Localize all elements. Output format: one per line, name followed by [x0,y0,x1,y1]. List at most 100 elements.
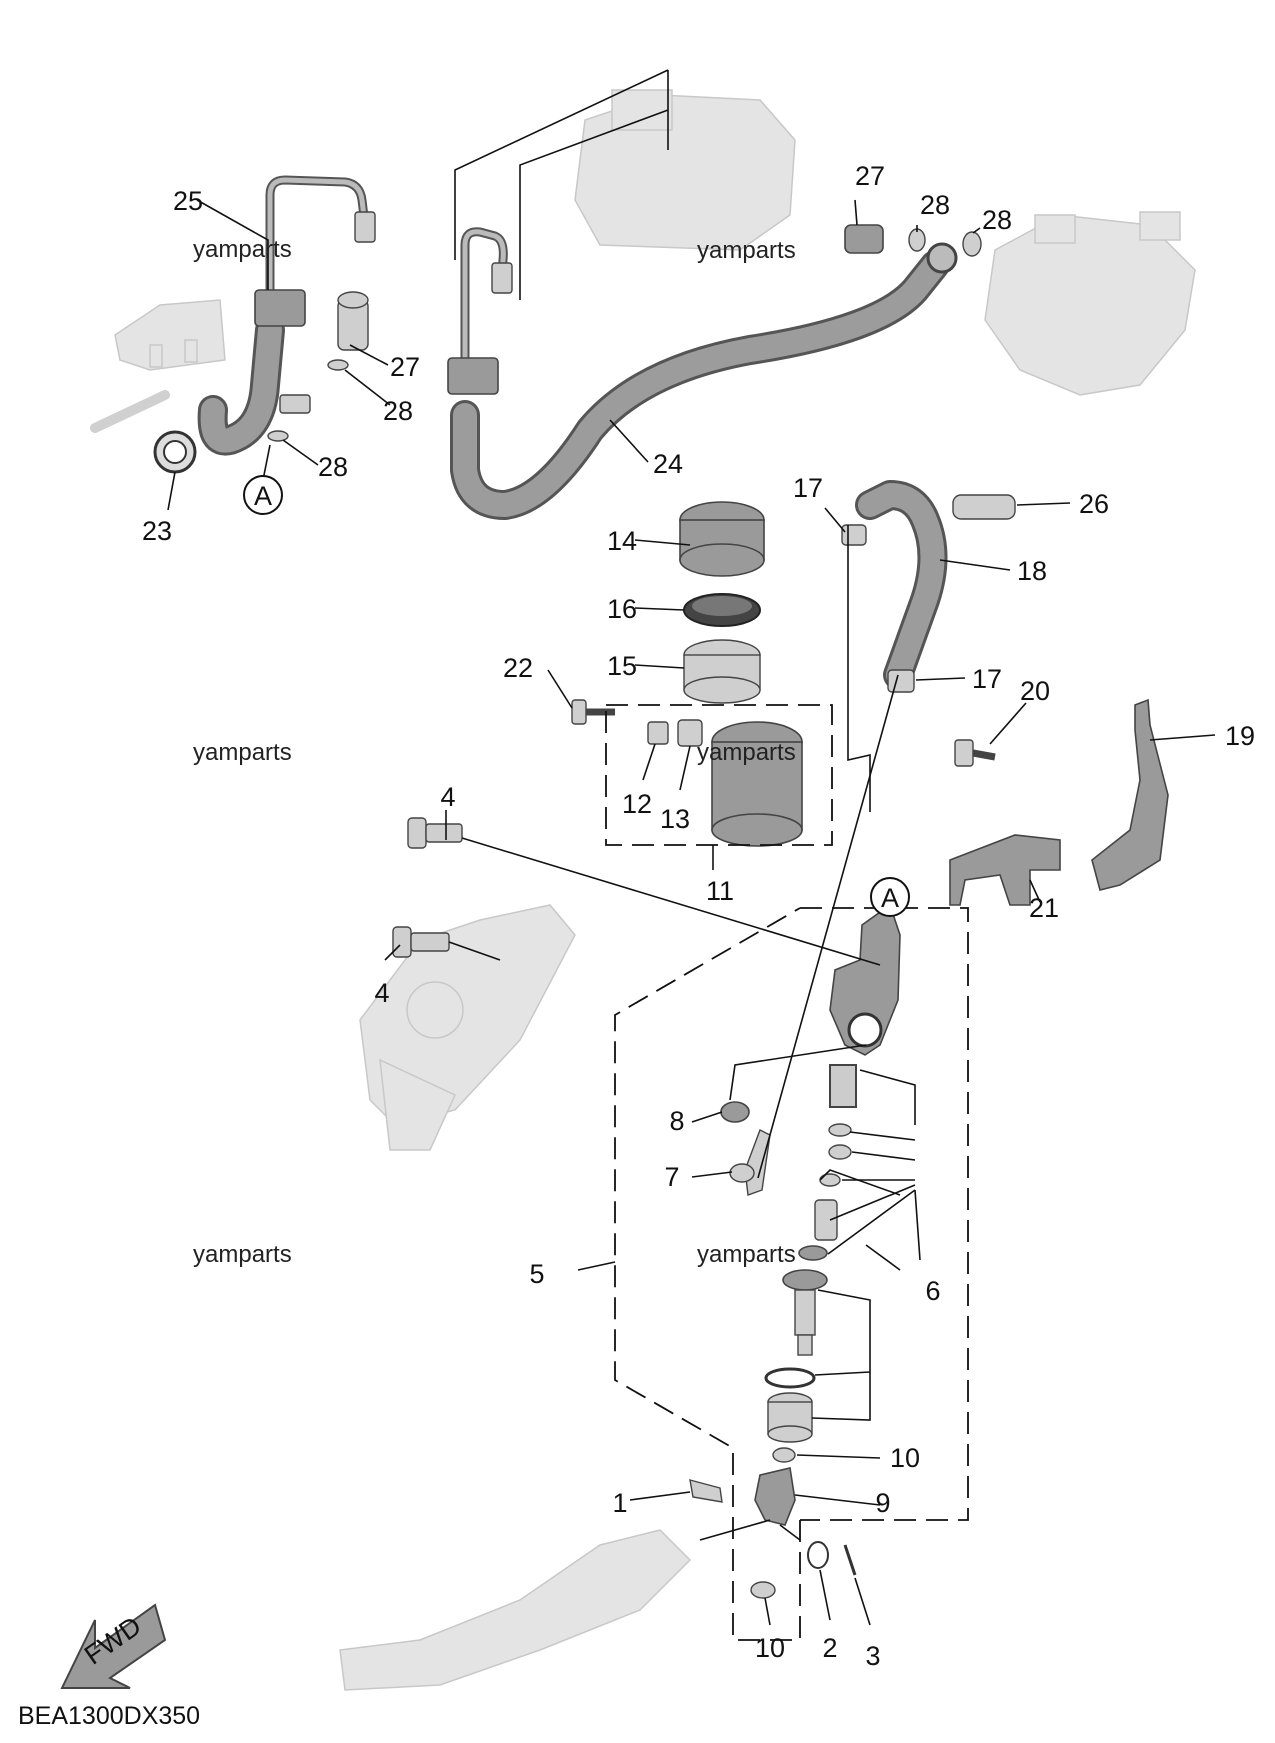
bolt-20 [954,739,996,767]
union-bolt-27-left [337,291,369,351]
callout-28-c: 28 [920,190,950,220]
nut-10-a [772,1447,796,1463]
hose-joint-8 [720,1101,750,1123]
callout-11: 11 [706,876,734,906]
bolt-22 [571,699,615,725]
callout-19: 19 [1225,721,1255,751]
watermark: yamparts [697,1241,796,1268]
callout-23: 23 [142,516,172,546]
callout-27-right: 27 [855,161,885,191]
callout-5: 5 [529,1259,544,1289]
callout-22: 22 [503,653,533,683]
callout-21: 21 [1029,893,1059,923]
piston-rod [782,1269,828,1356]
diaphragm-holder-15 [683,639,761,704]
union-bolt-27-right [844,224,884,254]
callout-16: 16 [607,594,637,624]
bracket-21 [949,834,1061,906]
watermark: yamparts [193,236,292,263]
callout-26: 26 [1079,489,1109,519]
callout-28-b: 28 [318,452,348,482]
callout-6: 6 [925,1276,940,1306]
seal-ring-c [819,1173,841,1187]
callout-7: 7 [664,1162,679,1192]
bolt-1 [689,1479,723,1503]
washer-2 [807,1541,829,1569]
clamp-26 [952,494,1016,520]
callout-15: 15 [607,651,637,681]
footrest-bracket-ghost [359,904,576,1151]
callout-12: 12 [622,789,652,819]
reservoir-hose-18 [855,480,948,690]
leader-lines [167,199,1216,1626]
hose-clamp-23 [153,430,197,474]
dash-box-11 [605,704,833,846]
boot [767,1392,813,1443]
callout-1: 1 [612,1488,627,1518]
ref-marker-a-top: A [243,475,283,515]
svg-text:A: A [254,481,272,511]
callout-13: 13 [660,804,690,834]
bracket-ghost [114,299,226,371]
caliper-ghost [984,211,1196,396]
callout-10-bottom: 10 [755,1633,785,1663]
brake-pedal-ghost [339,1529,692,1691]
cotter-pin-3 [843,1544,857,1576]
washer [798,1245,828,1261]
fwd-arrow-icon [60,1603,167,1689]
gasket-28-c [908,228,926,252]
callout-14: 14 [607,526,637,556]
callout-17-top: 17 [793,473,823,503]
hose-clamp-17-b [887,669,915,693]
callout-3: 3 [865,1641,880,1671]
watermark: yamparts [193,739,292,766]
spring [829,1064,857,1108]
watermark: yamparts [697,237,796,264]
callout-18: 18 [1017,556,1047,586]
abs-unit-ghost [574,89,796,251]
callout-24: 24 [653,449,683,479]
seal-ring-a [828,1123,852,1137]
callout-28-a: 28 [383,396,413,426]
callout-25: 25 [173,186,203,216]
bolt-4-a [407,817,463,849]
svg-text:A: A [881,883,899,913]
callout-28-d: 28 [982,205,1012,235]
frame-bolt-ghost [90,390,170,433]
diaphragm-16 [683,593,761,627]
callout-20: 20 [1020,676,1050,706]
callout-10-top: 10 [890,1443,920,1473]
hose-joint-7 [729,1129,771,1196]
master-cylinder-body [829,903,901,1056]
callout-17-bottom: 17 [972,664,1002,694]
ref-marker-a-bottom: A [870,877,910,917]
circlip [764,1367,816,1389]
brake-pipes [265,69,669,375]
reservoir-cap-14 [679,501,765,577]
push-rod-19 [1091,698,1169,891]
watermark: yamparts [697,739,796,766]
brake-hose-left [197,289,499,456]
hose-clamp-17-a [841,524,867,546]
brake-hose-24 [450,242,958,520]
gasket-28-d [962,231,982,257]
nut-10-b [750,1581,776,1599]
callout-labels: 25 27 28 28 23 27 28 28 24 17 26 14 18 1… [142,161,1255,1671]
joint-9 [754,1467,796,1526]
piston-a [814,1199,838,1241]
seal-ring-b [828,1144,852,1160]
watermark: yamparts [193,1241,292,1268]
watermarks: yamparts yamparts yamparts yamparts yamp… [193,236,796,1268]
diagram-code: BEA1300DX350 [18,1702,200,1730]
collar-12 [647,721,669,745]
callout-27-left: 27 [390,352,420,382]
callout-2: 2 [822,1633,837,1663]
callout-9: 9 [875,1488,890,1518]
callout-4-bottom: 4 [374,978,389,1008]
callout-4-top: 4 [440,782,455,812]
callout-8: 8 [669,1106,684,1136]
gasket-28-b [267,430,289,442]
reservoir-tank [711,721,803,847]
gasket-28-a [327,359,349,371]
